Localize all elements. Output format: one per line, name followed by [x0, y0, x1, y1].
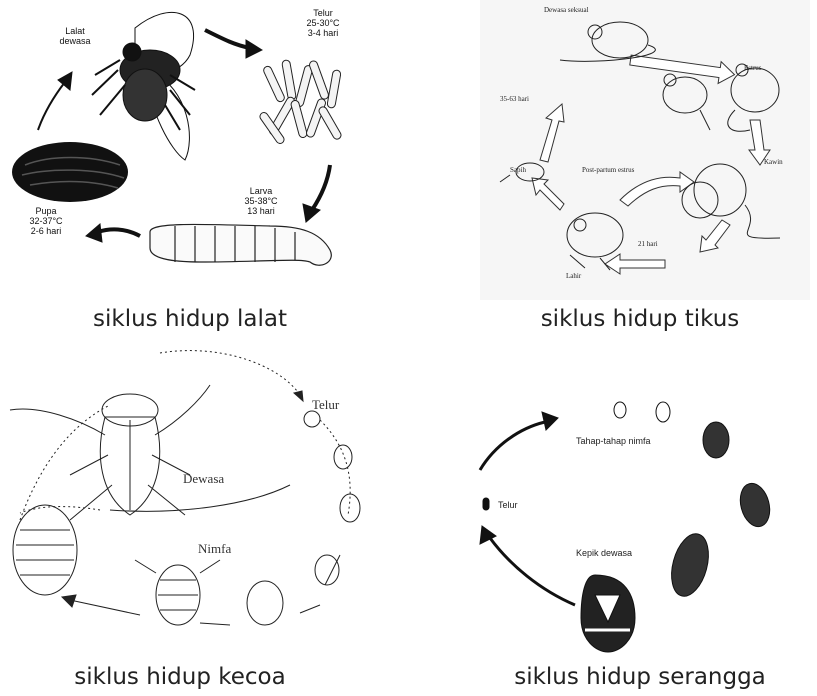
rat-cycle-caption: siklus hidup tikus: [500, 306, 780, 332]
rat-adult-label: Dewasa seksual: [544, 6, 589, 14]
cockroach-cycle-drawing: [0, 345, 400, 645]
rat-cycle-drawing: [480, 0, 810, 300]
rat-birth-label: Lahir: [566, 272, 581, 280]
fly-pupa-illustration: [12, 142, 128, 202]
fly-cycle-caption: siklus hidup lalat: [60, 306, 320, 332]
cockroach-adult-label: Dewasa: [183, 471, 224, 487]
fly-larva-illustration: [150, 224, 331, 265]
rat-postpartum-label: Post-partum estrus: [582, 166, 634, 174]
bug-egg-label: Telur: [498, 500, 518, 510]
bug-life-cycle-panel: Tahap-tahap nimfa Telur Kepik dewasa: [450, 360, 800, 660]
fly-life-cycle-panel: Lalat dewasa Telur 25-30°C 3-4 hari Larv…: [0, 0, 370, 290]
fly-adult-label: Lalat dewasa: [55, 26, 95, 46]
bug-cycle-drawing: [450, 360, 800, 660]
rat-21days-label: 21 hari: [638, 240, 658, 248]
rat-life-cycle-panel: Dewasa seksual Estrus Kawin Post-partum …: [480, 0, 810, 300]
bug-nymph-stages-label: Tahap-tahap nimfa: [576, 436, 651, 446]
rat-mating-label: Kawin: [764, 158, 783, 166]
cockroach-nymph-label: Nimfa: [198, 541, 231, 557]
cockroach-cycle-caption: siklus hidup kecoa: [40, 664, 320, 690]
cockroach-egg-label: Telur: [312, 397, 339, 413]
rat-estrus-label: Estrus: [744, 64, 762, 72]
fly-larva-label: Larva 35-38°C 13 hari: [236, 186, 286, 216]
rat-weaning-label: Sapih: [510, 166, 526, 174]
bug-cycle-arrows: [480, 412, 575, 605]
bug-adult-label: Kepik dewasa: [576, 548, 632, 558]
fly-egg-label: Telur 25-30°C 3-4 hari: [298, 8, 348, 38]
fly-pupa-label: Pupa 32-37°C 2-6 hari: [22, 206, 70, 236]
cockroach-life-cycle-panel: Telur Dewasa Nimfa: [0, 345, 400, 645]
cockroach-cycle-arrows: [20, 351, 350, 625]
fly-eggs-illustration: [258, 60, 342, 145]
bug-cycle-caption: siklus hidup serangga: [480, 664, 800, 690]
adult-fly-illustration: [92, 12, 195, 160]
rat-35-63days-label: 35-63 hari: [500, 95, 529, 103]
cockroach-figures: [10, 385, 360, 625]
